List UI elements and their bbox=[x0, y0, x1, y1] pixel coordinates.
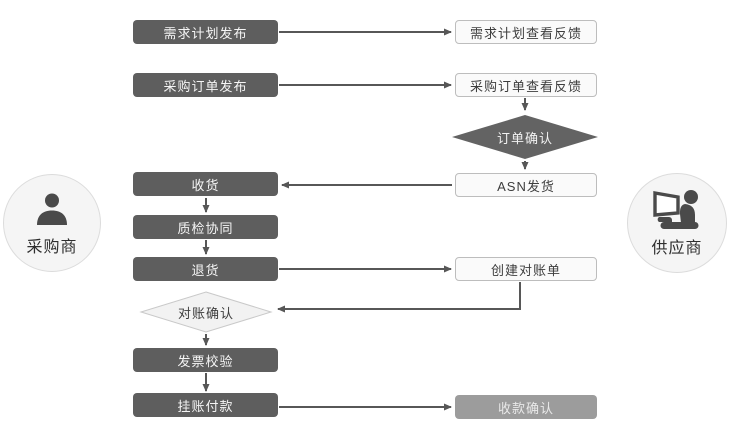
node-receiving: 收货 bbox=[133, 172, 278, 196]
node-label: 订单确认 bbox=[496, 130, 553, 146]
node-account-payment: 挂账付款 bbox=[133, 393, 278, 417]
node-returns: 退货 bbox=[133, 257, 278, 281]
node-order-confirm: 订单确认 bbox=[450, 114, 600, 160]
node-purchase-order-feedback: 采购订单查看反馈 bbox=[455, 73, 597, 97]
person-icon bbox=[37, 193, 67, 225]
node-receipt-confirm: 收款确认 bbox=[455, 395, 597, 419]
node-reconciliation-confirm: 对账确认 bbox=[139, 291, 273, 333]
diamond-shape bbox=[139, 291, 273, 333]
node-create-reconciliation: 创建对账单 bbox=[455, 257, 597, 281]
node-demand-plan-publish: 需求计划发布 bbox=[133, 20, 278, 44]
supplier-label: 供应商 bbox=[651, 239, 703, 257]
node-purchase-order-publish: 采购订单发布 bbox=[133, 73, 278, 97]
buyer-label: 采购商 bbox=[26, 238, 78, 256]
node-quality-collaboration: 质检协同 bbox=[133, 215, 278, 239]
person-laptop-icon bbox=[653, 189, 699, 229]
buyer-role-circle: 采购商 bbox=[3, 174, 101, 272]
node-asn-shipping: ASN发货 bbox=[455, 173, 597, 197]
diamond-shape bbox=[452, 115, 598, 159]
node-invoice-verification: 发票校验 bbox=[133, 348, 278, 372]
supplier-role-circle: 供应商 bbox=[627, 173, 727, 273]
connector-reconciliation-to-confirm bbox=[277, 282, 521, 313]
node-label: 对账确认 bbox=[177, 305, 234, 321]
node-demand-plan-feedback: 需求计划查看反馈 bbox=[455, 20, 597, 44]
